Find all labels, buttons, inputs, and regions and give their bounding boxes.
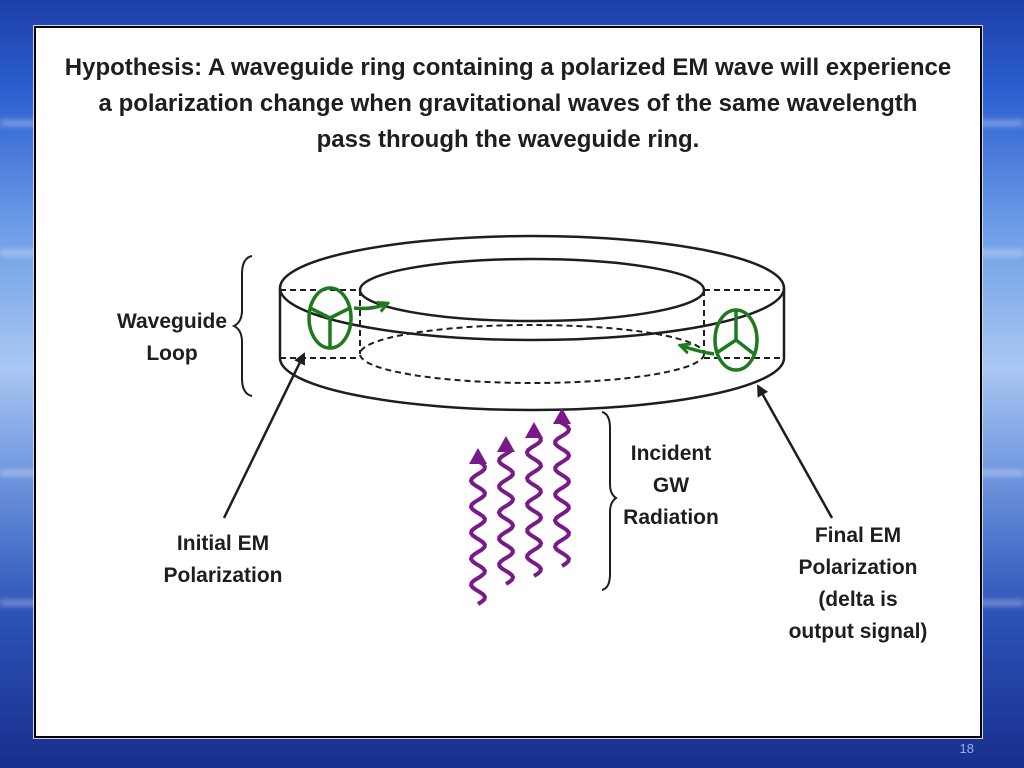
- gw-wave-arrowhead-4: [553, 408, 571, 424]
- gw-wave-arrowhead-1: [469, 448, 487, 464]
- final-pointer-arrow: [756, 384, 834, 519]
- waveguide-loop-label: Waveguide Loop: [112, 306, 232, 370]
- incident-label-line-2: GW: [652, 474, 690, 497]
- waveguide-brace: [231, 255, 253, 397]
- gw-wave-arrowhead-3: [525, 422, 543, 438]
- final-label-line-3: (delta is: [818, 588, 898, 611]
- initial-polarization-icon: [307, 286, 353, 350]
- gw-radiation-waves: [468, 408, 572, 606]
- gw-wave-3: [524, 434, 544, 578]
- gw-wave-1: [468, 460, 488, 606]
- final-polarization-arrow: [682, 346, 715, 356]
- ring-outer-bottom: [278, 288, 786, 412]
- initial-label-line-1: Initial EM: [176, 532, 270, 555]
- slide-panel: Hypothesis: A waveguide ring containing …: [34, 26, 982, 738]
- ring-inner-top: [358, 257, 706, 323]
- incident-gw-radiation-label: Incident GW Radiation: [616, 438, 726, 534]
- final-polarization-icon: [713, 308, 759, 372]
- waveguide-label-line-1: Waveguide: [116, 310, 228, 333]
- slide-title: Hypothesis: A waveguide ring containing …: [36, 50, 980, 158]
- final-label-line-4: output signal): [788, 620, 928, 643]
- initial-polarization-arrow: [353, 304, 386, 309]
- ring-outer-top: [278, 234, 786, 342]
- title-line-3: pass through the waveguide ring.: [316, 126, 700, 153]
- slide-number: 18: [959, 741, 974, 756]
- final-label-line-2: Polarization: [798, 556, 918, 579]
- incident-label-line-1: Incident: [630, 442, 712, 465]
- initial-pointer-arrow: [222, 352, 306, 519]
- initial-em-polarization-label: Initial EM Polarization: [160, 528, 286, 592]
- title-line-1: Hypothesis: A waveguide ring containing …: [64, 54, 952, 81]
- gw-wave-2: [496, 448, 516, 586]
- incident-label-line-3: Radiation: [623, 506, 719, 529]
- waveguide-label-line-2: Loop: [146, 342, 198, 365]
- incident-brace: [601, 411, 618, 591]
- final-em-polarization-label: Final EM Polarization (delta is output s…: [784, 520, 932, 648]
- gw-wave-4: [552, 420, 572, 568]
- gw-wave-arrowhead-2: [497, 436, 515, 452]
- waveguide-diagram: [222, 234, 834, 606]
- final-label-line-1: Final EM: [814, 524, 902, 547]
- title-line-2: a polarization change when gravitational…: [98, 90, 918, 117]
- initial-label-line-2: Polarization: [163, 564, 283, 587]
